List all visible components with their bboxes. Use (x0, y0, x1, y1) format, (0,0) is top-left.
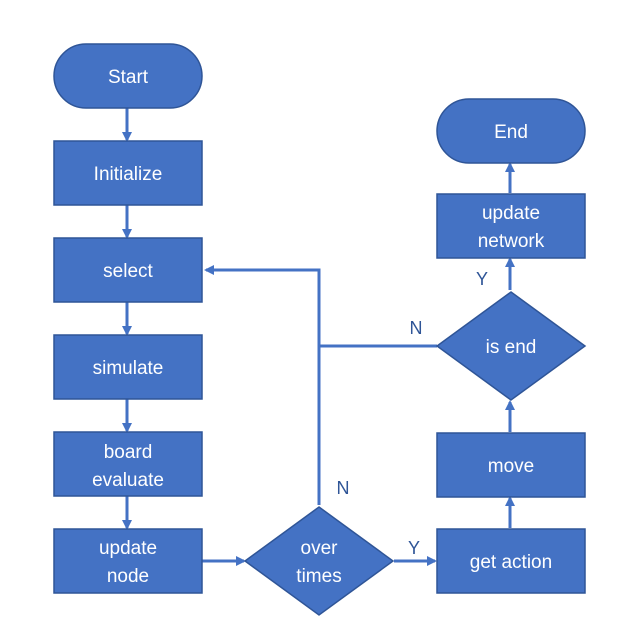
is-end-decision: is end (435, 291, 587, 401)
select-label: select (103, 261, 153, 282)
simulate-label: simulate (93, 358, 164, 379)
end-label: End (494, 122, 528, 143)
start-node: Start (53, 43, 203, 109)
update-node-label-line1: update (99, 538, 157, 559)
over-times-label-line2: times (296, 566, 341, 587)
is-end-label: is end (486, 337, 537, 358)
edges (122, 108, 515, 566)
over-times-label-line1: over (301, 538, 339, 559)
simulate-node: simulate (53, 334, 203, 400)
is-end-no-label: N (410, 318, 423, 338)
board-evaluate-node: board evaluate (53, 431, 203, 497)
update-node-label-line2: node (107, 566, 149, 587)
end-node: End (436, 98, 586, 164)
over-times-no-label: N (337, 478, 350, 498)
update-network-node: update network (436, 193, 586, 259)
edge-over-times-select-loop (204, 265, 321, 505)
get-action-node: get action (436, 528, 586, 594)
get-action-label: get action (470, 552, 552, 573)
initialize-node: Initialize (53, 140, 203, 206)
is-end-yes-label: Y (476, 269, 488, 289)
select-node: select (53, 237, 203, 303)
update-network-label-line2: network (478, 231, 545, 252)
move-label: move (488, 456, 534, 477)
start-label: Start (108, 67, 149, 88)
over-times-yes-label: Y (408, 538, 420, 558)
update-node-node: update node (53, 528, 203, 594)
update-network-label-line1: update (482, 203, 540, 224)
over-times-decision: over times (243, 506, 395, 616)
move-node: move (436, 432, 586, 498)
initialize-label: Initialize (94, 164, 163, 185)
board-evaluate-label-line1: board (104, 442, 153, 463)
board-evaluate-label-line2: evaluate (92, 470, 164, 491)
